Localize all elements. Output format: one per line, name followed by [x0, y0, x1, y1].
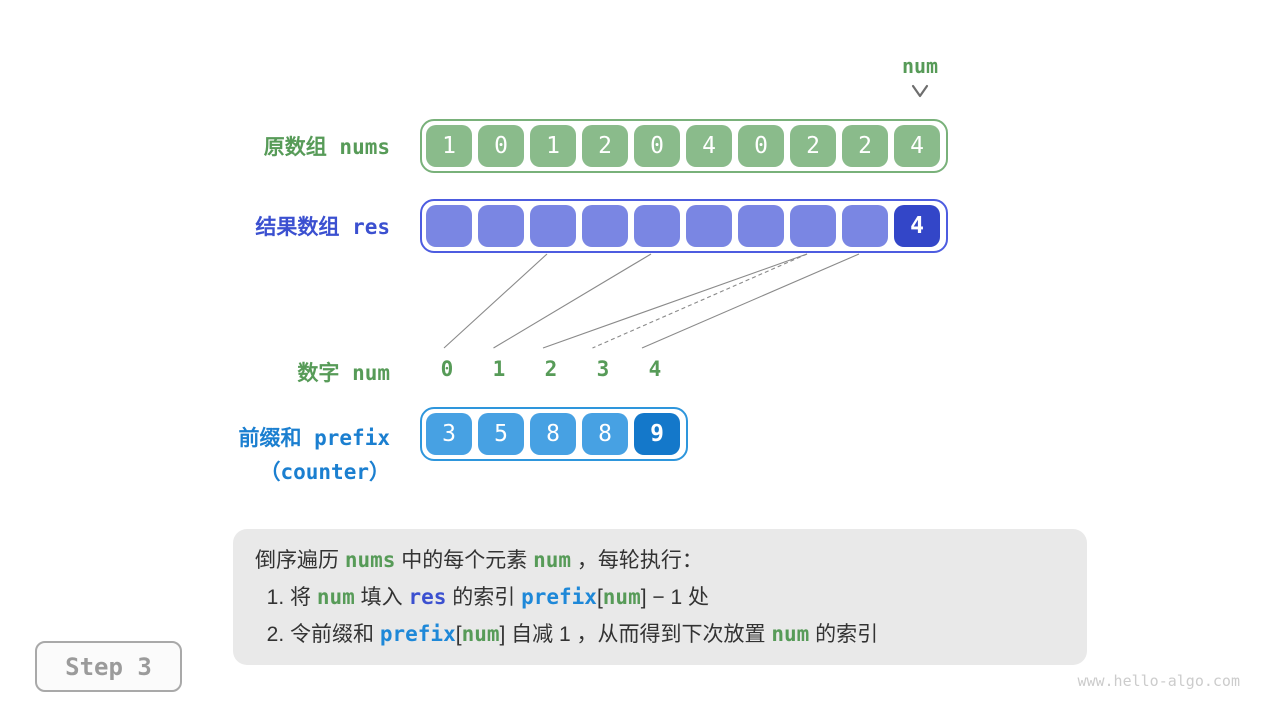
connection-line — [592, 253, 808, 349]
nums-cell: 0 — [478, 125, 524, 167]
explanation-text: 的索引 — [809, 623, 879, 646]
explanation-text: ] — [499, 623, 506, 646]
num-digits-row: 0 1 2 3 4 — [424, 357, 678, 381]
code-token: prefix — [521, 585, 597, 609]
explanation-text: 填入 — [354, 586, 409, 609]
code-token: num — [533, 548, 572, 572]
prefix-cell: 5 — [478, 413, 524, 455]
explanation-text: 倒序遍历 — [255, 549, 345, 572]
nums-cell: 4 — [686, 125, 732, 167]
nums-cell: 2 — [582, 125, 628, 167]
prefix-cell: 8 — [582, 413, 628, 455]
num-row-label: 数字 num — [297, 361, 390, 385]
res-cell: 4 — [894, 205, 940, 247]
explanation-text: [ — [596, 586, 603, 609]
res-array-label: 结果数组 res — [255, 215, 390, 239]
nums-cell: 2 — [842, 125, 888, 167]
prefix-label-line1: 前缀和 prefix — [238, 426, 390, 450]
step-badge: Step 3 — [35, 641, 182, 692]
explanation-line: 2. 令前缀和 prefix[num] 自减 1 ，从而得到下次放置 num 的… — [255, 616, 1069, 653]
connection-line — [493, 253, 652, 349]
res-cell — [738, 205, 784, 247]
code-token: num — [771, 622, 810, 646]
nums-cell: 2 — [790, 125, 836, 167]
connection-line — [542, 253, 808, 349]
res-cell — [582, 205, 628, 247]
num-digit: 2 — [544, 357, 558, 381]
nums-array-label: 原数组 nums — [263, 135, 390, 159]
explanation-text: 中的每个元素 — [395, 549, 534, 572]
prefix-cell: 8 — [530, 413, 576, 455]
explanation-text: ，每轮执行： — [571, 549, 703, 572]
explanation-line: 1. 将 num 填入 res 的索引 prefix[num] − 1 处 — [255, 579, 1069, 616]
res-cell — [426, 205, 472, 247]
res-cell — [686, 205, 732, 247]
explanation-text: 的索引 — [446, 586, 522, 609]
code-token: prefix — [379, 622, 456, 646]
explanation-text: 2. 令前缀和 — [255, 623, 380, 646]
explanation-text: − 1 处 — [646, 586, 710, 609]
res-cell — [842, 205, 888, 247]
prefix-cell: 9 — [634, 413, 680, 455]
num-digit: 3 — [596, 357, 610, 381]
res-cell — [634, 205, 680, 247]
connection-line — [443, 253, 548, 349]
explanation-box: 倒序遍历 nums 中的每个元素 num ，每轮执行： 1. 将 num 填入 … — [233, 529, 1087, 665]
explanation-text: ] — [640, 586, 647, 609]
nums-cell: 1 — [426, 125, 472, 167]
nums-cell: 1 — [530, 125, 576, 167]
prefix-label-line2: （counter） — [259, 460, 390, 484]
nums-cell: 4 — [894, 125, 940, 167]
num-digit: 4 — [648, 357, 662, 381]
res-array: 4 — [420, 199, 948, 253]
watermark: www.hello-algo.com — [1077, 672, 1240, 690]
code-token: nums — [344, 548, 396, 572]
code-token: num — [316, 585, 355, 609]
nums-cell: 0 — [634, 125, 680, 167]
prefix-cell: 3 — [426, 413, 472, 455]
connection-line — [641, 253, 860, 349]
code-token: res — [408, 585, 447, 609]
explanation-text: 自减 1 ，从而得到下次放置 — [505, 623, 772, 646]
prefix-array-label: 前缀和 prefix （counter） — [60, 421, 390, 489]
res-cell — [478, 205, 524, 247]
explanation-text: [ — [455, 623, 462, 646]
explanation-line: 倒序遍历 nums 中的每个元素 num ，每轮执行： — [255, 542, 1069, 579]
code-token: num — [461, 622, 500, 646]
num-pointer-label: num — [901, 54, 939, 78]
res-cell — [790, 205, 836, 247]
nums-cell: 0 — [738, 125, 784, 167]
explanation-text: 1. 将 — [255, 586, 317, 609]
num-pointer-arrow — [911, 84, 929, 98]
code-token: num — [602, 585, 641, 609]
num-digit: 1 — [492, 357, 506, 381]
res-cell — [530, 205, 576, 247]
num-digit: 0 — [440, 357, 454, 381]
